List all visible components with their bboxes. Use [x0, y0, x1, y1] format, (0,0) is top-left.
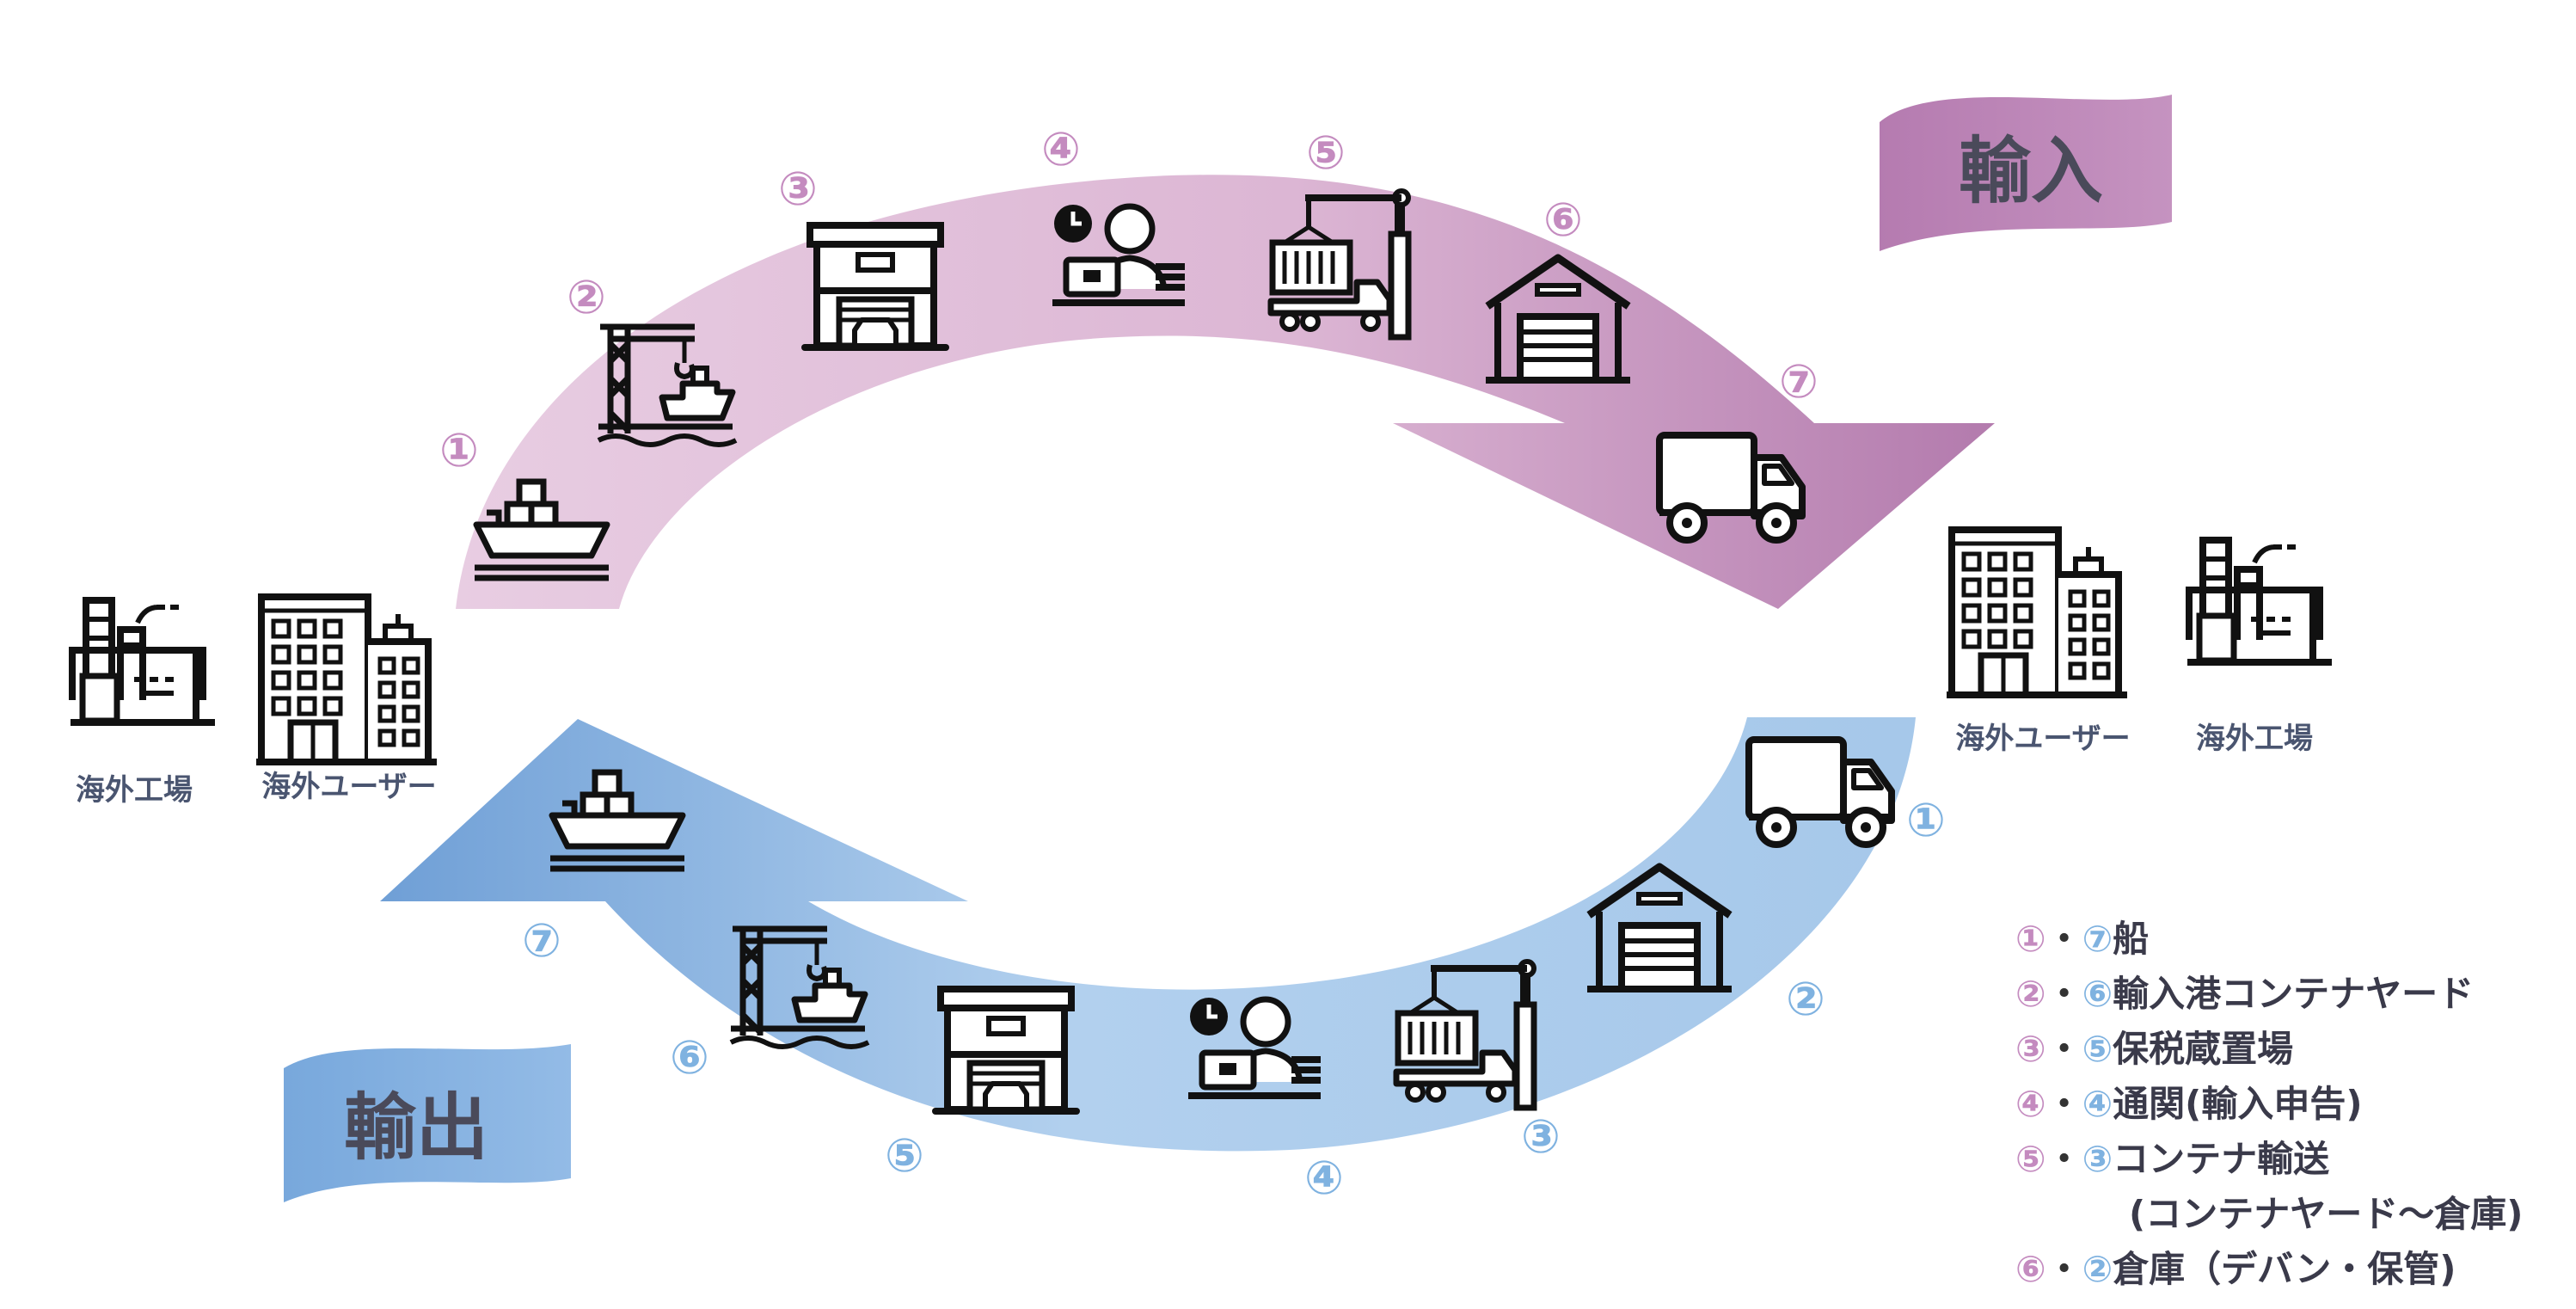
legend-text-continued: (コンテナヤード〜倉庫) — [2129, 1193, 2523, 1235]
left-user-label: 海外ユーザー — [261, 770, 436, 804]
import-step-7-number: ⑦ — [1779, 354, 1819, 409]
import-step-4-number: ④ — [1041, 122, 1081, 176]
export-banner: 輸出 — [284, 1044, 571, 1202]
right-user-label: 海外ユーザー — [1955, 722, 2130, 756]
export-step-4-number: ④ — [1304, 1151, 1344, 1205]
export-step-7-number: ⑦ — [522, 913, 561, 968]
legend-row: ⑥・②倉庫（デバン・保管) — [2015, 1248, 2456, 1290]
import-step-2-number: ② — [567, 270, 606, 324]
left-user-building-icon — [256, 597, 437, 762]
legend-row: ②・⑥輸入港コンテナヤード — [2015, 973, 2474, 1015]
export-step-5-number: ⑤ — [885, 1128, 924, 1183]
import-step-3-number: ③ — [778, 162, 818, 216]
import-step-6-number: ⑥ — [1543, 193, 1583, 247]
export-label: 輸出 — [344, 1085, 488, 1170]
export-step-6-number: ⑥ — [670, 1030, 709, 1085]
legend-row: ④・④通関(輸入申告) — [2015, 1083, 2363, 1125]
legend-row: ①・⑦船 — [2015, 918, 2149, 960]
import-step-1-number: ① — [439, 423, 479, 477]
legend-row: ③・⑤保税蔵置場 — [2015, 1028, 2293, 1070]
legend-export-num: ⑦ — [2082, 918, 2113, 960]
legend-row: ⑤・③コンテナ輸送 — [2015, 1138, 2329, 1180]
left-factory-label: 海外工場 — [76, 773, 193, 808]
legend-import-num: ① — [2015, 918, 2046, 960]
export-bonded-warehouse-icon — [935, 989, 1076, 1111]
export-step-3-number: ③ — [1521, 1109, 1561, 1164]
import-label: 輸入 — [1959, 129, 2103, 213]
import-bonded-warehouse-icon — [805, 225, 946, 347]
left-factory-icon — [71, 600, 215, 722]
right-factory-icon — [2187, 540, 2332, 662]
export-step-1-number: ① — [1906, 793, 1946, 847]
legend-text: 船 — [2113, 918, 2149, 960]
import-step-5-number: ⑤ — [1306, 126, 1346, 180]
import-banner: 輸入 — [1880, 95, 2172, 251]
right-user-building-icon — [1947, 530, 2127, 695]
export-step-2-number: ② — [1786, 972, 1825, 1026]
right-factory-label: 海外工場 — [2196, 722, 2313, 756]
legend: ①・⑦船 ②・⑥輸入港コンテナヤード ③・⑤保税蔵置場 ④・④通関(輸入申告) … — [2015, 918, 2523, 1290]
